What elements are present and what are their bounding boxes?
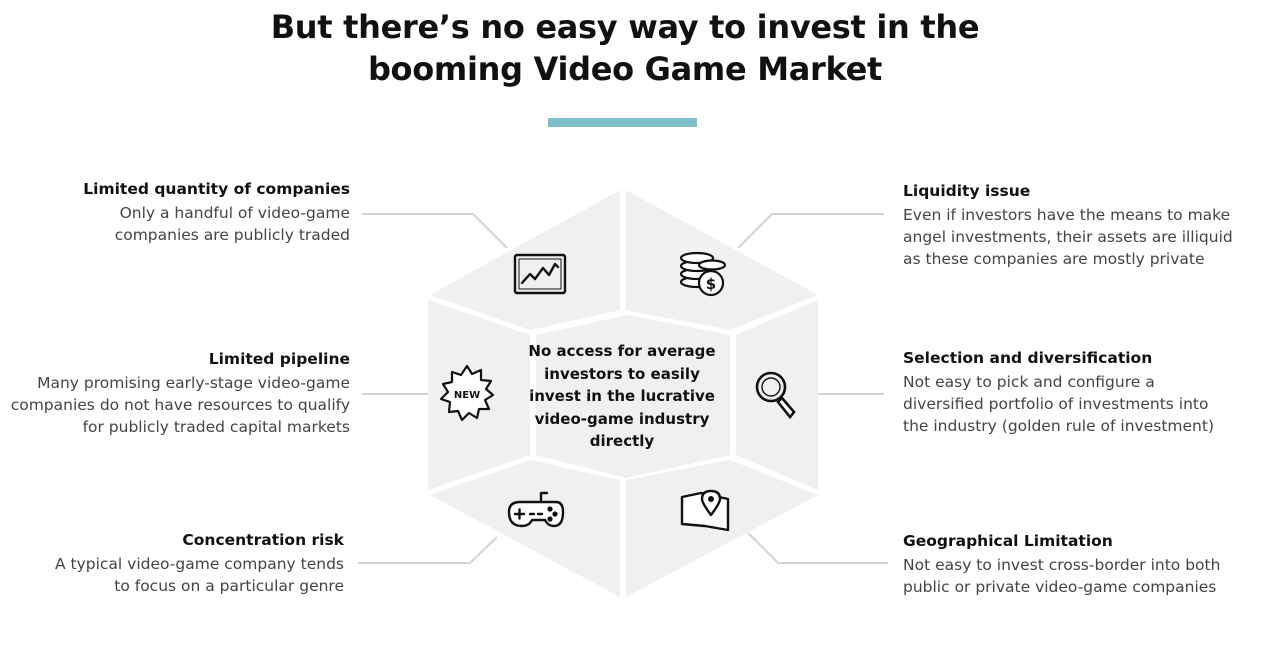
connector-bottom-left: [358, 536, 498, 564]
segment-center: [536, 315, 730, 478]
magnifier-icon: [755, 371, 796, 420]
item-heading: Limited quantity of companies: [83, 180, 350, 198]
page-title: But there’s no easy way to invest in the…: [190, 6, 1060, 90]
coins-dollar-icon: $: [679, 251, 727, 297]
segment-top-right: [626, 190, 818, 330]
item-heading: Limited pipeline: [208, 350, 350, 368]
title-line-1: But there’s no easy way to invest in the: [270, 8, 980, 46]
segment-bottom-left: [430, 460, 620, 597]
item-heading: Geographical Limitation: [903, 532, 1113, 550]
item-limited-quantity: Limited quantity of companies Only a han…: [0, 179, 350, 246]
item-heading: Liquidity issue: [903, 182, 1031, 200]
item-body: Many promising early-stage video-game co…: [10, 374, 350, 436]
item-concentration-risk: Concentration risk A typical video-game …: [24, 530, 344, 597]
map-pin-icon: [680, 489, 730, 532]
hexagon-segments: [428, 190, 818, 597]
connector-lines: [358, 213, 888, 564]
connector-top-right: [737, 213, 884, 249]
segment-mid-right: [736, 300, 818, 490]
item-body: Only a handful of video-game companies a…: [114, 204, 350, 244]
item-body: Not easy to invest cross-border into bot…: [903, 556, 1221, 596]
stock-chart-icon: [513, 253, 567, 295]
item-geographical-limitation: Geographical Limitation Not easy to inve…: [903, 531, 1253, 598]
connector-bottom-right: [747, 532, 888, 564]
connector-top-left: [362, 213, 508, 249]
item-heading: Selection and diversification: [903, 349, 1153, 367]
item-body: Not easy to pick and configure a diversi…: [903, 373, 1214, 435]
item-body: A typical video-game company tends to fo…: [54, 555, 344, 595]
new-badge-text: NEW: [454, 390, 480, 401]
item-heading: Concentration risk: [182, 531, 344, 549]
item-liquidity: Liquidity issue Even if investors have t…: [903, 181, 1253, 270]
item-selection-diversification: Selection and diversification Not easy t…: [903, 348, 1243, 437]
gamepad-icon: [507, 491, 565, 528]
item-limited-pipeline: Limited pipeline Many promising early-st…: [0, 349, 350, 438]
title-line-2: booming Video Game Market: [367, 50, 883, 88]
segment-top-left: [430, 190, 620, 330]
new-badge-icon: NEW: [439, 364, 495, 422]
title-accent-bar: [548, 118, 697, 127]
center-statement: No access for average investors to easil…: [528, 342, 716, 450]
svg-text:$: $: [706, 275, 716, 293]
item-body: Even if investors have the means to make…: [903, 206, 1233, 268]
